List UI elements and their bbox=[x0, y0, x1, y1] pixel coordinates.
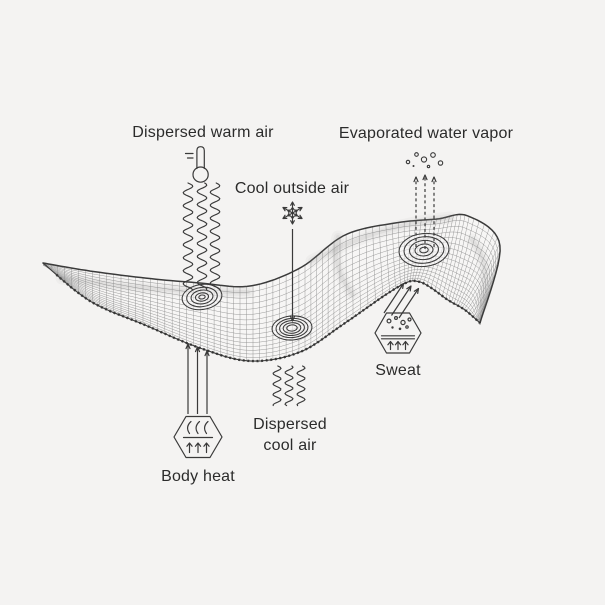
body-heat-wave-marks bbox=[187, 420, 209, 435]
cool-air-ripple-rings bbox=[271, 315, 313, 341]
cool-air-squiggle-lines bbox=[272, 365, 306, 407]
label-evaporated-water-vapor: Evaporated water vapor bbox=[338, 125, 514, 142]
snowflake-icon bbox=[282, 201, 303, 225]
sweat-droplet-dots bbox=[386, 316, 412, 331]
thermometer-stem bbox=[196, 146, 205, 170]
body-heat-up-arrow-marks bbox=[186, 442, 210, 454]
cool-air-down-arrow bbox=[289, 229, 296, 322]
sweat-up-arrows bbox=[383, 282, 420, 319]
thermometer-bulb bbox=[192, 166, 209, 183]
sweat-up-arrow-marks bbox=[387, 340, 409, 351]
fabric-mesh-surface bbox=[42, 213, 501, 363]
thermometer-scale-marks bbox=[184, 152, 194, 159]
vapor-dashed-up-arrows bbox=[413, 174, 437, 249]
vapor-dots-icon bbox=[405, 152, 444, 169]
fabric-fold-shading bbox=[55, 211, 492, 312]
sweat-hexagon-outline bbox=[374, 312, 422, 354]
warm-air-squiggle-lines bbox=[182, 182, 221, 291]
label-dispersed-cool-air-line2: cool air bbox=[263, 437, 317, 454]
thermometer-icon bbox=[184, 146, 209, 183]
vapor-ripple-rings bbox=[398, 232, 450, 268]
label-sweat: Sweat bbox=[375, 362, 421, 379]
sweat-membrane-lines bbox=[380, 335, 416, 340]
label-cool-outside-air: Cool outside air bbox=[234, 180, 350, 197]
label-dispersed-warm-air: Dispersed warm air bbox=[132, 124, 274, 141]
body-heat-hexagon-outline bbox=[173, 415, 223, 459]
label-dispersed-cool-air: Dispersed cool air bbox=[253, 414, 327, 456]
label-dispersed-cool-air-line1: Dispersed bbox=[253, 416, 327, 433]
sweat-droplets-hexagon-icon bbox=[374, 312, 422, 354]
label-body-heat: Body heat bbox=[161, 468, 235, 485]
body-heat-waves-hexagon-icon bbox=[173, 415, 223, 459]
body-heat-up-arrows bbox=[185, 343, 210, 414]
